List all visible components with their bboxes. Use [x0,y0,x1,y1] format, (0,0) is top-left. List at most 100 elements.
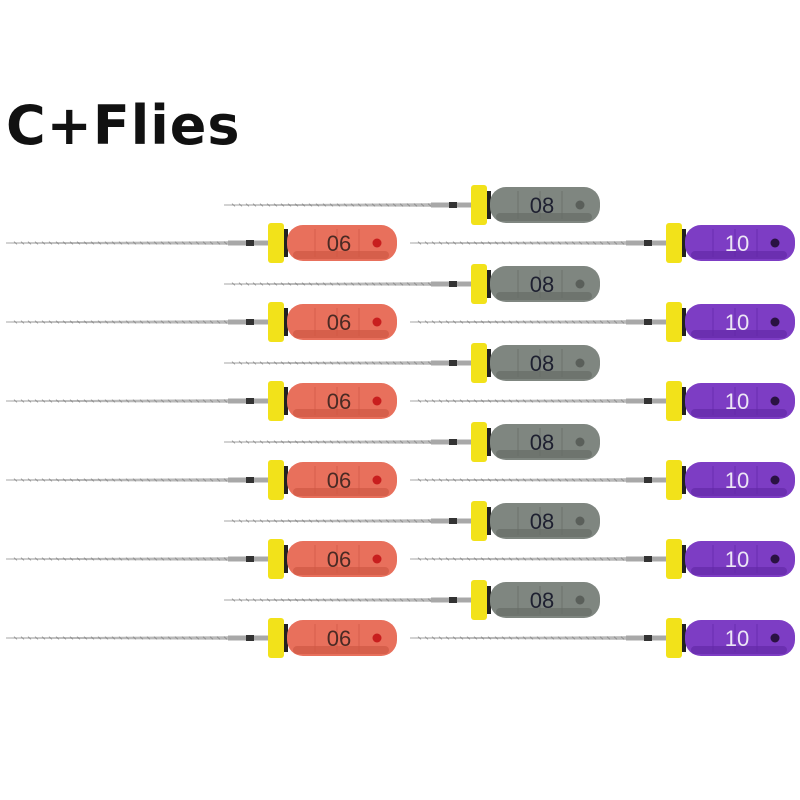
needle-flute [41,636,46,640]
handle-shade [691,646,787,654]
needle-flute [494,557,499,561]
needle-flute [195,241,200,245]
size-label: 08 [530,193,554,218]
depth-mark [246,398,254,404]
needle-flute [55,557,60,561]
needle-flute [431,320,436,324]
needle-flute [27,636,32,640]
needle-flute [508,557,513,561]
needle-flute [174,399,179,403]
needle-flute [315,203,320,207]
needle-flute [452,399,457,403]
needle-flute [209,399,214,403]
needle-flute [90,320,95,324]
needle-flute [153,636,158,640]
needle-flute [452,241,457,245]
needle-flute [431,636,436,640]
file-size-06: 06 [6,223,397,263]
size-label: 06 [327,547,351,572]
stop-collar [682,387,686,415]
rubber-stop [268,302,284,342]
needle-flute [413,519,418,523]
needle-flute [487,478,492,482]
file-size-06: 06 [6,381,397,421]
handle-shade [496,292,592,300]
needle-flute [452,478,457,482]
needle-flute [301,519,306,523]
needle-flute [487,557,492,561]
needle-flute [592,320,597,324]
needle-flute [188,636,193,640]
needle-flute [459,478,464,482]
needle-flute [385,282,390,286]
handle-hole [372,317,382,327]
needle-flute [209,478,214,482]
handle-hole [770,475,780,485]
file-size-08: 08 [224,580,600,620]
needle-flute [13,636,18,640]
needle-flute [501,636,506,640]
needle-flute [336,282,341,286]
needle-flute [585,557,590,561]
depth-mark [246,635,254,641]
needle-flute [357,203,362,207]
needle-flute [529,557,534,561]
handle-hole [575,200,585,210]
needle-flute [536,557,541,561]
file-needle [410,478,666,482]
needle-flute [571,478,576,482]
handle-shade [293,409,389,417]
needle-flute [424,399,429,403]
needle-flute [487,636,492,640]
needle-flute [522,320,527,324]
stop-collar [487,191,491,219]
needle-flute [417,478,422,482]
needle-flute [445,557,450,561]
needle-flute [585,478,590,482]
needle-flute [613,636,618,640]
needle-flute [273,361,278,365]
needle-flute [417,320,422,324]
needle-flute [336,519,341,523]
needle-flute [343,282,348,286]
needle-flute [557,241,562,245]
needle-flute [557,478,562,482]
needle-flute [83,478,88,482]
needle-flute [578,320,583,324]
needle-flute [301,203,306,207]
needle-flute [424,241,429,245]
needle-flute [76,241,81,245]
handle-hole [372,633,382,643]
needle-flute [34,399,39,403]
needle-flute [413,361,418,365]
file-size-10: 10 [410,618,795,658]
needle-flute [364,282,369,286]
needle-flute [287,361,292,365]
needle-flute [494,636,499,640]
needle-flute [445,320,450,324]
needle-flute [599,399,604,403]
needle-flute [231,203,236,207]
needle-flute [550,241,555,245]
needle-flute [571,241,576,245]
needle-flute [364,361,369,365]
needle-flute [343,203,348,207]
needle-flute [543,478,548,482]
rubber-stop [268,618,284,658]
needle-flute [399,440,404,444]
needle-flute [62,320,67,324]
needle-flute [132,636,137,640]
needle-flute [329,598,334,602]
page-title: C+Flies [6,94,241,157]
needle-flute [90,399,95,403]
needle-flute [62,636,67,640]
handle-hole [770,238,780,248]
needle-flute [357,519,362,523]
needle-flute [329,361,334,365]
file-size-10: 10 [410,460,795,500]
file-needle [6,557,268,561]
needle-flute [315,598,320,602]
needle-flute [41,320,46,324]
handle-hole [770,396,780,406]
needle-flute [69,478,74,482]
